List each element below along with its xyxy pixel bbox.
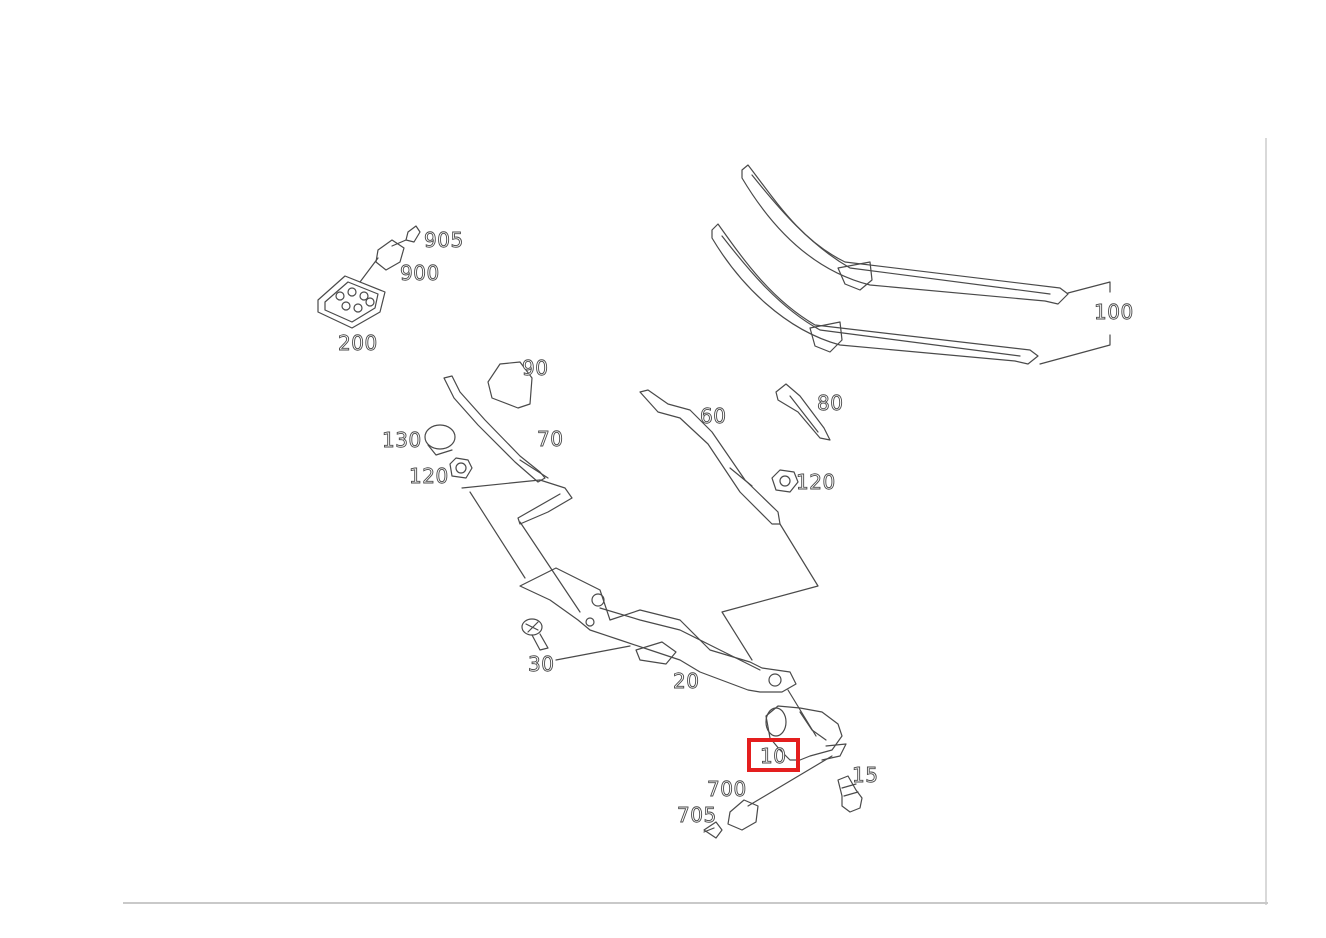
leader-100: [1039, 281, 1111, 365]
part-700-connector[interactable]: [727, 799, 759, 831]
part-15-bolt[interactable]: [837, 775, 863, 813]
frame-bottom-border: [123, 902, 1268, 904]
wiper-blade-lower[interactable]: [711, 223, 1039, 365]
part-60-wiper-arm-right[interactable]: [639, 389, 781, 525]
part-label-705[interactable]: 705: [677, 803, 717, 827]
part-label-30[interactable]: 30: [528, 652, 555, 676]
part-label-905[interactable]: 905: [424, 228, 464, 252]
part-label-130[interactable]: 130: [382, 428, 422, 452]
part-label-100[interactable]: 100: [1094, 300, 1134, 324]
leader-700-705: [703, 755, 833, 833]
part-label-15[interactable]: 15: [852, 763, 879, 787]
part-705-plug[interactable]: [703, 821, 723, 839]
part-label-200[interactable]: 200: [338, 331, 378, 355]
leader-30: [555, 645, 631, 661]
part-20-wiper-linkage-frame[interactable]: [519, 567, 797, 693]
part-label-70[interactable]: 70: [537, 427, 564, 451]
part-200-control-unit[interactable]: [317, 275, 386, 329]
part-30-bolt[interactable]: [521, 618, 549, 651]
part-label-120-left[interactable]: 120: [409, 464, 449, 488]
part-label-20[interactable]: 20: [673, 669, 700, 693]
linkage-arm[interactable]: [461, 479, 573, 525]
part-905-plug[interactable]: [405, 225, 421, 243]
part-130-cap[interactable]: [424, 424, 456, 456]
leader-905-900-200: [359, 239, 407, 283]
part-80-hose[interactable]: [775, 383, 831, 441]
leader-left-arm: [469, 491, 581, 613]
part-70-wiper-arm-left[interactable]: [443, 375, 549, 483]
part-label-700[interactable]: 700: [707, 777, 747, 801]
leader-60: [721, 523, 819, 661]
part-label-80[interactable]: 80: [817, 391, 844, 415]
part-label-120-right[interactable]: 120: [796, 470, 836, 494]
part-120-nut-right[interactable]: [771, 469, 799, 493]
frame-right-border: [1265, 138, 1267, 905]
part-label-900[interactable]: 900: [400, 261, 440, 285]
part-label-90[interactable]: 90: [522, 356, 549, 380]
part-label-60[interactable]: 60: [700, 404, 727, 428]
part-90-cover-cap[interactable]: [487, 361, 533, 409]
part-10-wiper-motor[interactable]: [765, 689, 847, 761]
wiper-blade-upper[interactable]: [741, 164, 1069, 305]
part-label-10[interactable]: 10: [760, 744, 787, 768]
part-120-nut-left[interactable]: [449, 457, 473, 479]
part-900-connector[interactable]: [375, 239, 405, 271]
